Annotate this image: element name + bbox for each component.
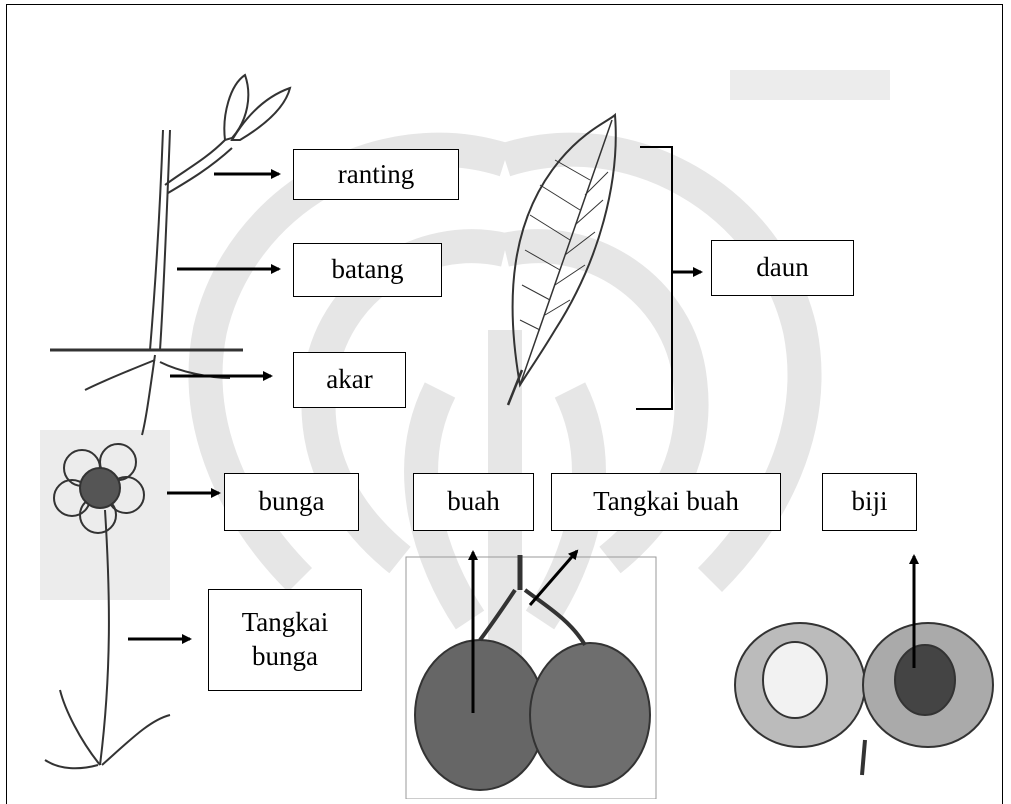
label-tangkai-buah: Tangkai buah <box>551 473 781 531</box>
label-bunga: bunga <box>224 473 359 531</box>
label-biji: biji <box>822 473 917 531</box>
label-tangkai-bunga: Tangkai bunga <box>208 589 362 691</box>
label-daun: daun <box>711 240 854 296</box>
label-buah: buah <box>413 473 534 531</box>
label-akar: akar <box>293 352 406 408</box>
label-batang: batang <box>293 243 442 297</box>
label-ranting: ranting <box>293 149 459 200</box>
seed-cross-section-sketch <box>735 623 993 775</box>
